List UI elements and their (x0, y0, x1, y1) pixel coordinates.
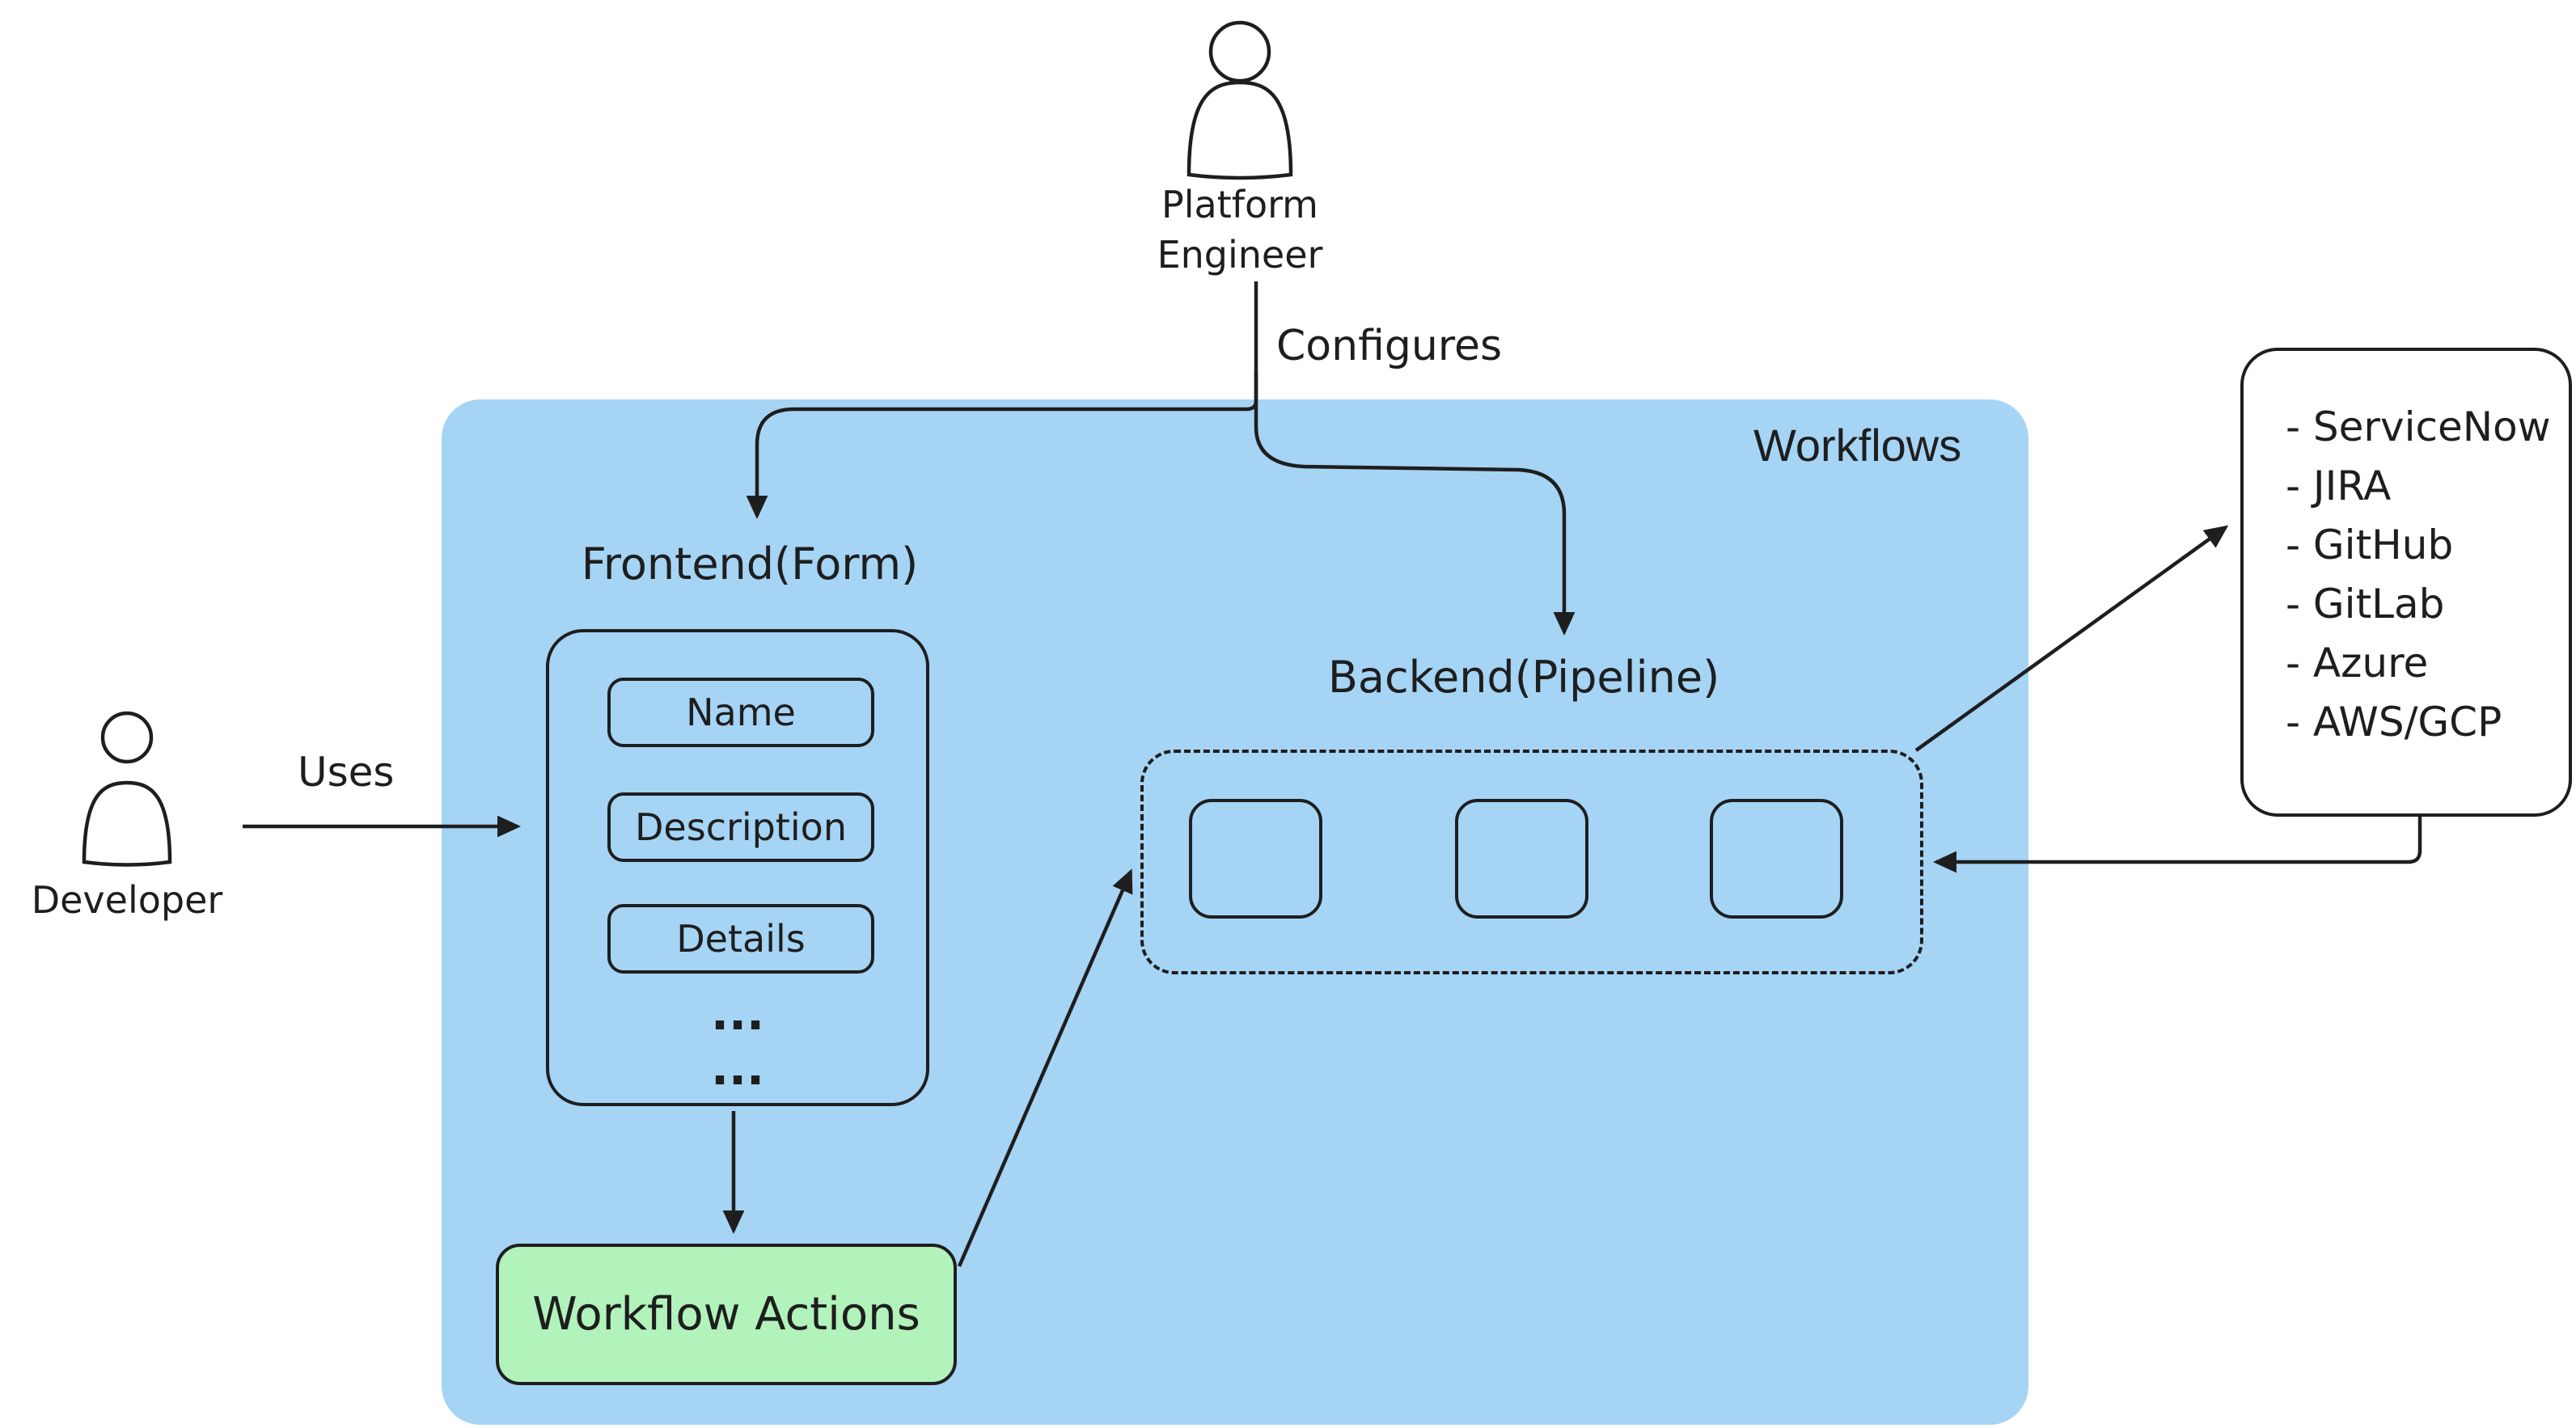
backend-pipeline-title: Backend(Pipeline) (1327, 652, 1720, 703)
configures-edge-label: Configures (1276, 322, 1503, 370)
workflows-title: Workflows (1753, 420, 1962, 471)
integrations-box: - ServiceNow - JIRA - GitHub - GitLab - … (2240, 348, 2572, 817)
integration-servicenow: - ServiceNow (2286, 403, 2551, 450)
workflow-actions-box: Workflow Actions (496, 1244, 957, 1385)
workflow-actions-label: Workflow Actions (532, 1288, 920, 1341)
backend-pipeline-box (1140, 750, 1923, 974)
form-field-description: Description (607, 792, 874, 862)
platform-engineer-label-line1: Platform (1161, 183, 1318, 226)
developer-label: Developer (31, 878, 223, 922)
integration-aws-gcp: - AWS/GCP (2286, 699, 2502, 746)
integration-gitlab: - GitLab (2286, 581, 2445, 627)
frontend-form-title: Frontend(Form) (581, 539, 919, 589)
form-field-details: Details (607, 904, 874, 974)
platform-engineer-figure (1186, 20, 1293, 180)
integration-jira: - JIRA (2286, 463, 2392, 509)
pipeline-stage (1189, 799, 1322, 919)
platform-engineer-label-line2: Engineer (1157, 233, 1323, 277)
platform-engineer-label: Platform Engineer (1119, 180, 1361, 280)
frontend-form-box: Name Description Details ... ... (546, 629, 929, 1106)
developer-figure (82, 711, 172, 867)
form-field-name: Name (607, 678, 874, 747)
form-ellipsis: ... (710, 986, 765, 1041)
pipeline-stage (1710, 799, 1843, 919)
form-ellipsis: ... (710, 1041, 765, 1096)
uses-edge-label: Uses (298, 749, 395, 796)
integration-azure: - Azure (2286, 640, 2429, 687)
pipeline-stage (1455, 799, 1588, 919)
integration-github: - GitHub (2286, 522, 2454, 568)
